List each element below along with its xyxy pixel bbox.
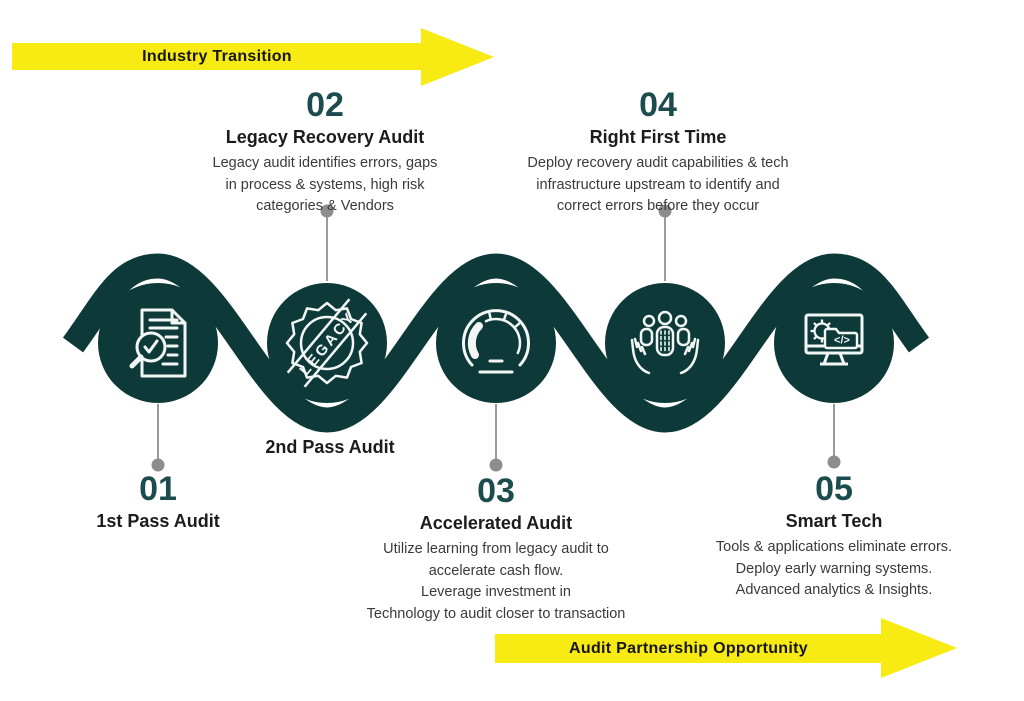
step-05-block: 05 Smart Tech Tools & applications elimi… <box>664 470 1004 602</box>
step-04-block: 04 Right First Time Deploy recovery audi… <box>478 86 838 218</box>
step-03-block: 03 Accelerated Audit Utilize learning fr… <box>316 472 676 625</box>
step-02-block: 02 Legacy Recovery Audit Legacy audit id… <box>165 86 485 218</box>
circle-step-02 <box>267 283 387 403</box>
connector-dots <box>151 204 841 472</box>
dot-step-05 <box>827 455 841 469</box>
step-04-title: Right First Time <box>589 126 727 147</box>
industry-transition-arrow: Industry Transition <box>12 43 422 70</box>
step-01-block: 01 1st Pass Audit <box>38 470 278 532</box>
dot-step-03 <box>489 458 503 472</box>
document-audit-icon <box>129 308 187 378</box>
audit-partnership-label: Audit Partnership Opportunity <box>569 639 808 657</box>
code-brackets-text: </> <box>834 335 850 347</box>
right-arrow-head-icon <box>881 618 957 678</box>
dot-step-04 <box>658 204 672 218</box>
serpentine-wave-path <box>62 253 930 433</box>
step-01-number: 01 <box>139 470 177 508</box>
step-04-number: 04 <box>639 86 677 124</box>
code-folder-icon <box>823 327 859 350</box>
smart-tech-monitor-icon: </> <box>804 313 864 366</box>
hands-team-icon <box>630 310 700 375</box>
step-05-number: 05 <box>815 470 853 508</box>
dot-step-01 <box>151 458 165 472</box>
step-02-description: Legacy audit identifies errors, gaps in … <box>212 155 438 215</box>
industry-transition-label: Industry Transition <box>142 47 292 65</box>
step-03-description: Utilize learning from legacy audit to ac… <box>366 541 626 622</box>
second-pass-audit-badge: 2nd Pass Audit <box>265 437 395 457</box>
step-05-title: Smart Tech <box>785 510 883 531</box>
step-03-title: Accelerated Audit <box>419 512 573 533</box>
step-03-number: 03 <box>477 472 515 510</box>
step-01-title: 1st Pass Audit <box>96 510 220 531</box>
right-arrow-head-icon <box>421 28 494 86</box>
connector-lines <box>157 217 835 459</box>
step-02-number: 02 <box>306 86 344 124</box>
step-02-title: Legacy Recovery Audit <box>225 126 425 147</box>
step-05-description: Tools & applications eliminate errors. D… <box>715 539 953 599</box>
audit-partnership-arrow: Audit Partnership Opportunity <box>495 634 882 663</box>
step-04-description: Deploy recovery audit capabilities & tec… <box>527 155 789 215</box>
circle-step-03 <box>436 283 556 403</box>
dot-step-02 <box>320 204 334 218</box>
